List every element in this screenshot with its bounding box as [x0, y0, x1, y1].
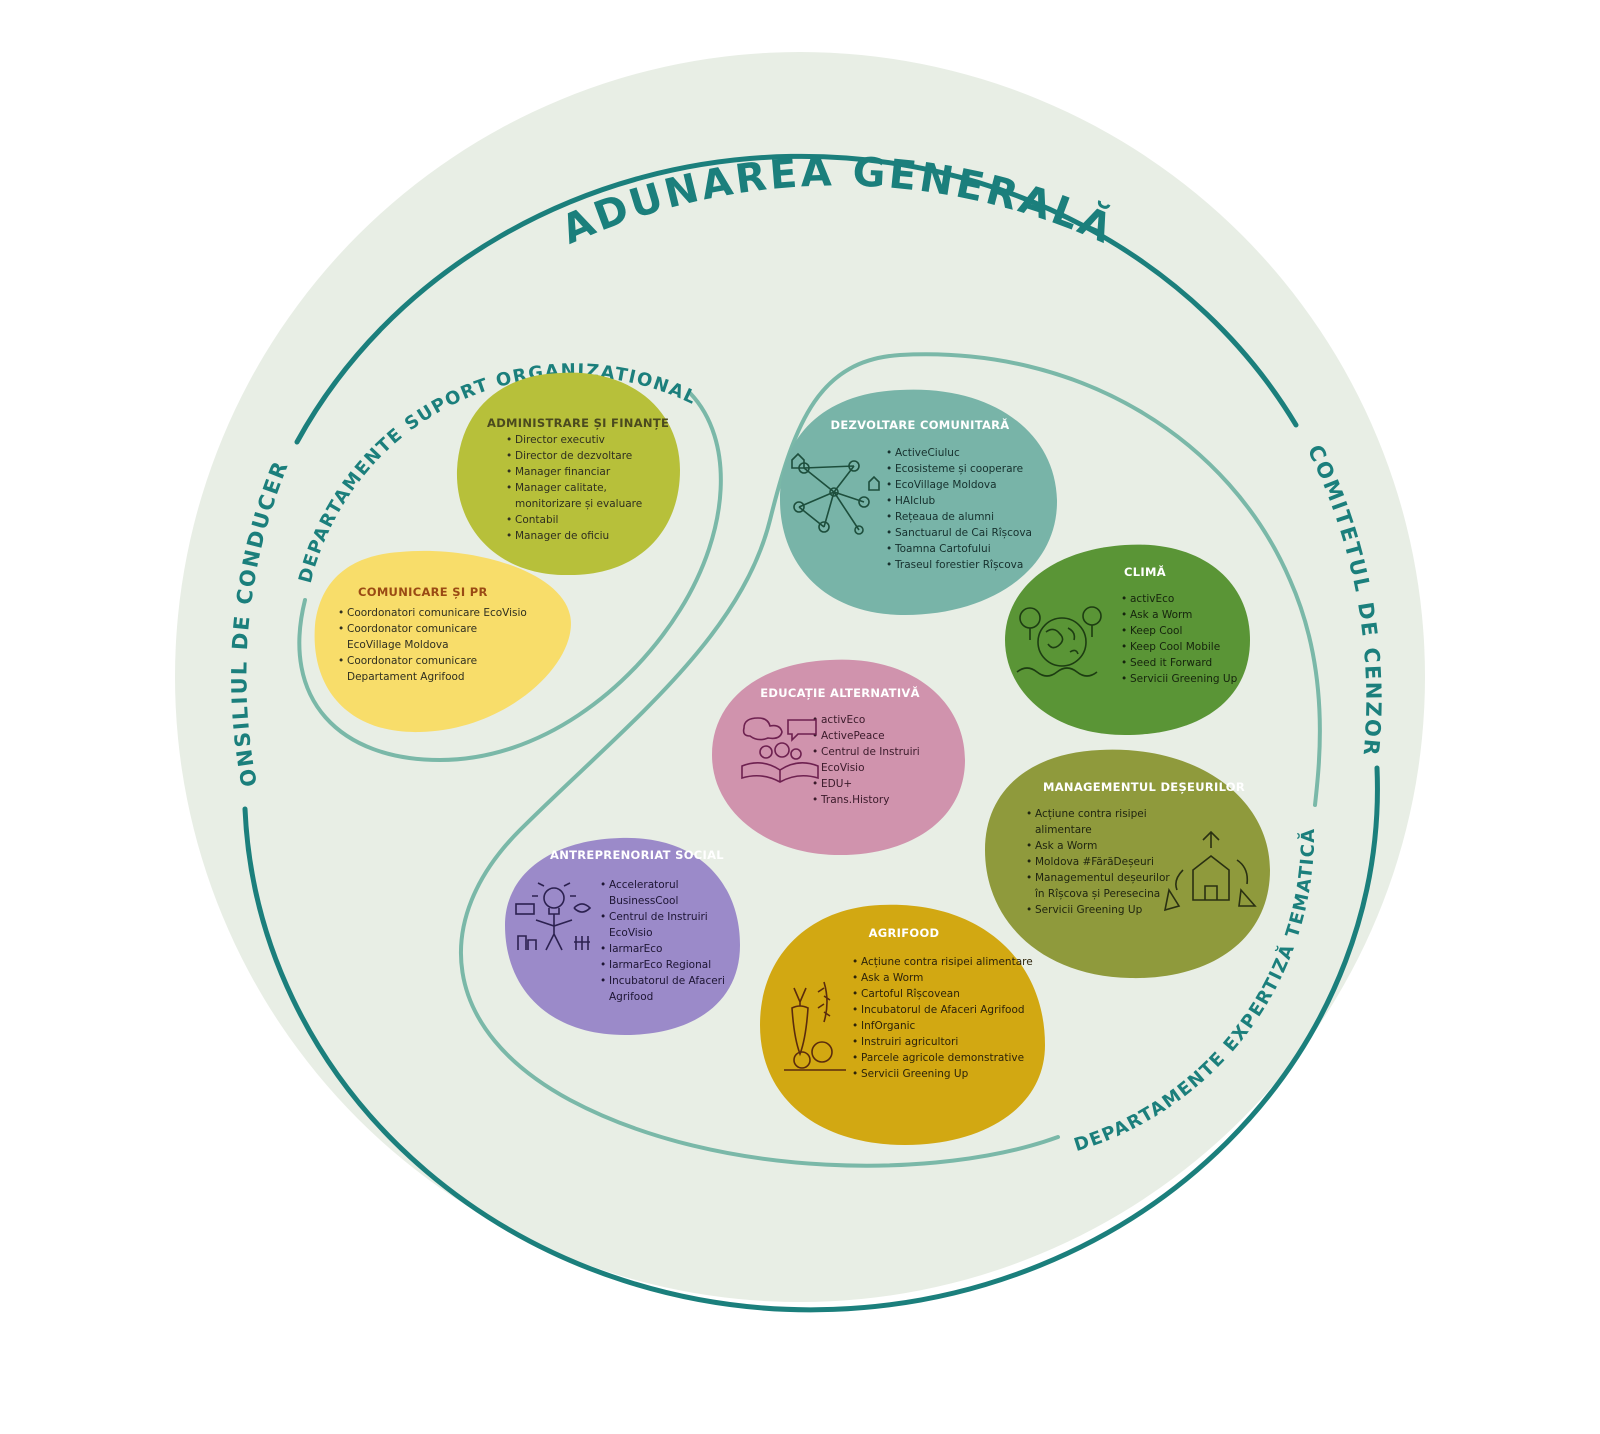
list-item: Centrul de Instruiri EcoVisio	[812, 744, 960, 776]
list-item: Coordonatori comunicare EcoVisio	[338, 605, 528, 621]
dept-admin-list: Director executivDirector de dezvoltareM…	[506, 432, 648, 544]
inner-boundaries	[297, 352, 1322, 1168]
list-item: Trans.History	[812, 792, 960, 808]
dept-agrifood-title: AGRIFOOD	[868, 926, 940, 940]
support-boundary	[297, 391, 723, 763]
dept-educatie: EDUCAȚIE ALTERNATIVĂ activEcoActivePeace…	[720, 686, 960, 808]
open-book-people-icon	[741, 717, 819, 783]
list-item: EcoVillage Moldova	[886, 477, 1050, 493]
recycling-house-icon	[1163, 830, 1257, 912]
list-item: Rețeaua de alumni	[886, 509, 1050, 525]
lightbulb-person-icon	[515, 882, 592, 951]
list-item: ActiveCiuluc	[886, 445, 1050, 461]
list-item: Manager de oficiu	[506, 528, 648, 544]
dept-deseuri-title: MANAGEMENTUL DEȘEURILOR	[1042, 780, 1246, 794]
list-item: Contabil	[506, 512, 648, 528]
list-item: InfOrganic	[852, 1018, 1040, 1034]
dept-agrifood: AGRIFOOD Acțiune contra risipei alimenta…	[780, 926, 1040, 1082]
list-item: Servicii Greening Up	[852, 1066, 1040, 1082]
list-item: IarmarEco	[600, 941, 738, 957]
list-item: Sanctuarul de Cai Rîșcova	[886, 525, 1050, 541]
expertise-boundary	[459, 352, 1322, 1168]
dept-antreprenoriat-title: ANTREPRENORIAT SOCIAL	[550, 848, 724, 862]
list-item: Parcele agricole demonstrative	[852, 1050, 1040, 1066]
dept-deseuri-list: Acțiune contra risipei alimentareAsk a W…	[1026, 806, 1176, 918]
dept-admin-title: ADMINISTRARE ȘI FINANȚE	[487, 416, 670, 430]
list-item: Centrul de Instruiri EcoVisio	[600, 909, 738, 941]
list-item: IarmarEco Regional	[600, 957, 738, 973]
dept-admin: ADMINISTRARE ȘI FINANȚE Director executi…	[480, 416, 680, 544]
dept-dezvoltare-title: DEZVOLTARE COMUNITARĂ	[830, 418, 1010, 432]
dept-deseuri: MANAGEMENTUL DEȘEURILOR Acțiune contra r…	[1005, 780, 1265, 918]
dept-clima-list: activEcoAsk a WormKeep CoolKeep Cool Mob…	[1121, 591, 1250, 687]
list-item: Incubatorul de Afaceri Agrifood	[852, 1002, 1040, 1018]
dept-comunicare-title: COMUNICARE ȘI PR	[358, 585, 488, 599]
list-item: Acțiune contra risipei alimentare	[852, 954, 1040, 970]
list-item: Acceleratorul BusinessCool	[600, 877, 738, 909]
list-item: HAIclub	[886, 493, 1050, 509]
list-item: Moldova #FărăDeșeuri	[1026, 854, 1176, 870]
list-item: Seed it Forward	[1121, 655, 1250, 671]
list-item: Ask a Worm	[1026, 838, 1176, 854]
list-item: Acțiune contra risipei alimentare	[1026, 806, 1176, 838]
dept-dezvoltare: DEZVOLTARE COMUNITARĂ ActiveCiulucEcosis…	[790, 418, 1050, 573]
list-item: Manager calitate, monitorizare și evalua…	[506, 480, 648, 512]
list-item: Manager financiar	[506, 464, 648, 480]
list-item: Coordonator comunicare Departament Agrif…	[338, 653, 528, 685]
dept-educatie-title: EDUCAȚIE ALTERNATIVĂ	[760, 686, 920, 700]
list-item: Director de dezvoltare	[506, 448, 648, 464]
dept-dezvoltare-list: ActiveCiulucEcosisteme și cooperareEcoVi…	[886, 445, 1050, 573]
list-item: Incubatorul de Afaceri Agrifood	[600, 973, 738, 1005]
list-item: ActivePeace	[812, 728, 960, 744]
dept-antreprenoriat: ANTREPRENORIAT SOCIAL Acceleratorul Busi…	[512, 848, 742, 1005]
list-item: Coordonator comunicare EcoVillage Moldov…	[338, 621, 528, 653]
dept-educatie-list: activEcoActivePeaceCentrul de Instruiri …	[812, 712, 960, 808]
list-item: activEco	[1121, 591, 1250, 607]
list-item: Cartoful Rîșcovean	[852, 986, 1040, 1002]
list-item: Traseul forestier Rîșcova	[886, 557, 1050, 573]
list-item: Ecosisteme și cooperare	[886, 461, 1050, 477]
dept-clima: CLIMĂ activEcoAsk a WormKeep CoolKeep Co…	[1020, 565, 1250, 687]
list-item: Ask a Worm	[852, 970, 1040, 986]
list-item: activEco	[812, 712, 960, 728]
list-item: Servicii Greening Up	[1121, 671, 1250, 687]
dept-comunicare: COMUNICARE ȘI PR Coordonatori comunicare…	[338, 585, 548, 685]
list-item: Instruiri agricultori	[852, 1034, 1040, 1050]
dept-clima-title: CLIMĂ	[1124, 565, 1166, 579]
vegetables-icon	[784, 981, 846, 1071]
list-item: Managementul deșeurilor în Rîșcova și Pe…	[1026, 870, 1176, 902]
list-item: Servicii Greening Up	[1026, 902, 1176, 918]
list-item: Toamna Cartofului	[886, 541, 1050, 557]
community-network-icon	[791, 452, 880, 535]
list-item: EDU+	[812, 776, 960, 792]
dept-agrifood-list: Acțiune contra risipei alimentareAsk a W…	[852, 954, 1040, 1082]
list-item: Keep Cool	[1121, 623, 1250, 639]
earth-trees-icon	[1016, 606, 1102, 677]
outer-ring	[242, 153, 1380, 1313]
list-item: Ask a Worm	[1121, 607, 1250, 623]
list-item: Director executiv	[506, 432, 648, 448]
dept-comunicare-list: Coordonatori comunicare EcoVisioCoordona…	[338, 605, 528, 685]
dept-antreprenoriat-list: Acceleratorul BusinessCoolCentrul de Ins…	[600, 877, 738, 1005]
list-item: Keep Cool Mobile	[1121, 639, 1250, 655]
